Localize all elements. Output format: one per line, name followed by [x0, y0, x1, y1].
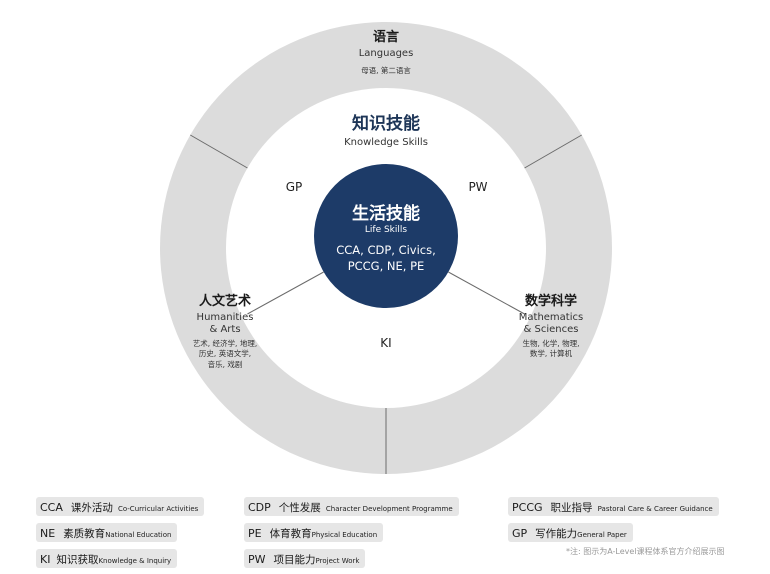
legend-abbr: KI — [40, 553, 51, 566]
divider-upper-right — [524, 134, 582, 169]
legend-abbr: GP — [512, 527, 528, 540]
life-skills-item-line: PCCG, NE, PE — [347, 259, 425, 274]
legend-en: Co-Curricular Activities — [117, 505, 199, 513]
math-science-subjects: 生物, 化学, 物理, 数学, 计算机 — [496, 339, 606, 361]
legend-abbr: PW — [248, 553, 266, 566]
legend-item-ki: KI 知识获取Knowledge & Inquiry — [36, 549, 178, 568]
code-gp: GP — [285, 180, 303, 194]
legend-item-pccg: PCCG 职业指导 Pastoral Care & Career Guidance — [508, 497, 719, 516]
humanities-subject-line: 历史, 英语文学, — [198, 349, 252, 359]
math-science-subject-line: 数学, 计算机 — [529, 349, 573, 359]
legend-item-cdp: CDP 个性发展 Character Development Programme — [244, 497, 459, 516]
languages-title: 语言 — [372, 30, 399, 45]
legend-zh: 个性发展 — [278, 502, 321, 514]
math-science-subject-line: 生物, 化学, 物理, — [522, 338, 580, 348]
legend-item-gp: GP 写作能力General Paper — [508, 523, 633, 542]
math-science-title: 数学科学 — [524, 294, 577, 309]
ring-dividers — [190, 134, 582, 474]
legend-zh: 项目能力 — [273, 554, 316, 566]
knowledge-skills-title: 知识技能 — [352, 114, 420, 134]
life-skills-title-en: Life Skills — [364, 225, 408, 236]
legend-zh: 写作能力 — [535, 528, 578, 540]
languages-title-en: Languages — [358, 47, 414, 59]
humanities-title: 人文艺术 — [198, 294, 251, 309]
legend-abbr: CDP — [248, 501, 271, 514]
legend-en: General Paper — [577, 531, 627, 539]
legend-item-pw: PW 项目能力Project Work — [244, 549, 366, 568]
legend-zh: 体育教育 — [269, 528, 312, 540]
legend-zh: 知识获取 — [56, 554, 99, 566]
legend-abbr: PCCG — [512, 501, 543, 514]
life-skills-items: CCA, CDP, Civics, PCCG, NE, PE — [316, 242, 456, 274]
humanities-subject-line: 艺术, 经济学, 地理, — [192, 338, 258, 348]
code-pw: PW — [468, 180, 488, 194]
legend-item-pe: PE 体育教育Physical Education — [244, 523, 384, 542]
legend-column-1: CCA 课外活动 Co-Curricular Activities NE 素质教育N… — [36, 496, 205, 574]
humanities-title-en-1: Humanities — [196, 311, 254, 323]
humanities-subjects: 艺术, 经济学, 地理, 历史, 英语文学, 音乐, 戏剧 — [170, 339, 280, 372]
divider-upper-left — [190, 134, 248, 169]
knowledge-skills-heading: 知识技能 Knowledge Skills — [316, 114, 456, 149]
languages-section: 语言 Languages 母语, 第二语言 — [326, 30, 446, 76]
humanities-title-en-2: & Arts — [209, 323, 241, 335]
legend-abbr: CCA — [40, 501, 63, 514]
legend-abbr: PE — [248, 527, 262, 540]
curriculum-diagram — [160, 22, 612, 474]
legend-en: Character Development Programme — [325, 505, 453, 513]
legend-en: Knowledge & Inquiry — [98, 557, 172, 565]
legend-item-cca: CCA 课外活动 Co-Curricular Activities — [36, 497, 205, 516]
code-ki: KI — [380, 336, 392, 350]
legend-zh: 课外活动 — [70, 502, 113, 514]
math-science-section: 数学科学 Mathematics & Sciences 生物, 化学, 物理, … — [496, 294, 606, 360]
footnote: *注: 图示为A-Level课程体系官方介绍展示图 — [566, 547, 725, 556]
legend-zh: 职业指导 — [550, 502, 593, 514]
legend-en: Pastoral Care & Career Guidance — [597, 505, 713, 513]
math-science-title-en-2: & Sciences — [523, 323, 579, 335]
legend-en: National Education — [105, 531, 172, 539]
life-skills-item-line: CCA, CDP, Civics, — [336, 243, 436, 258]
legend-item-ne: NE 素质教育National Education — [36, 523, 178, 542]
legend-en: Physical Education — [311, 531, 378, 539]
math-science-title-en-1: Mathematics — [518, 311, 584, 323]
life-skills-title: 生活技能 — [352, 204, 420, 224]
humanities-section: 人文艺术 Humanities & Arts 艺术, 经济学, 地理, 历史, … — [170, 294, 280, 371]
humanities-subject-line: 音乐, 戏剧 — [207, 360, 243, 370]
spoke-right — [448, 271, 525, 315]
life-skills-core: 生活技能 Life Skills CCA, CDP, Civics, PCCG,… — [316, 204, 456, 274]
spoke-left — [247, 271, 324, 315]
legend-en: Project Work — [315, 557, 360, 565]
knowledge-skills-title-en: Knowledge Skills — [344, 137, 428, 149]
languages-subjects: 母语, 第二语言 — [361, 65, 411, 75]
core-disc — [314, 164, 458, 308]
legend-abbr: NE — [40, 527, 56, 540]
legend-column-3: PCCG 职业指导 Pastoral Care & Career Guidance… — [508, 496, 719, 548]
legend-zh: 素质教育 — [63, 528, 106, 540]
